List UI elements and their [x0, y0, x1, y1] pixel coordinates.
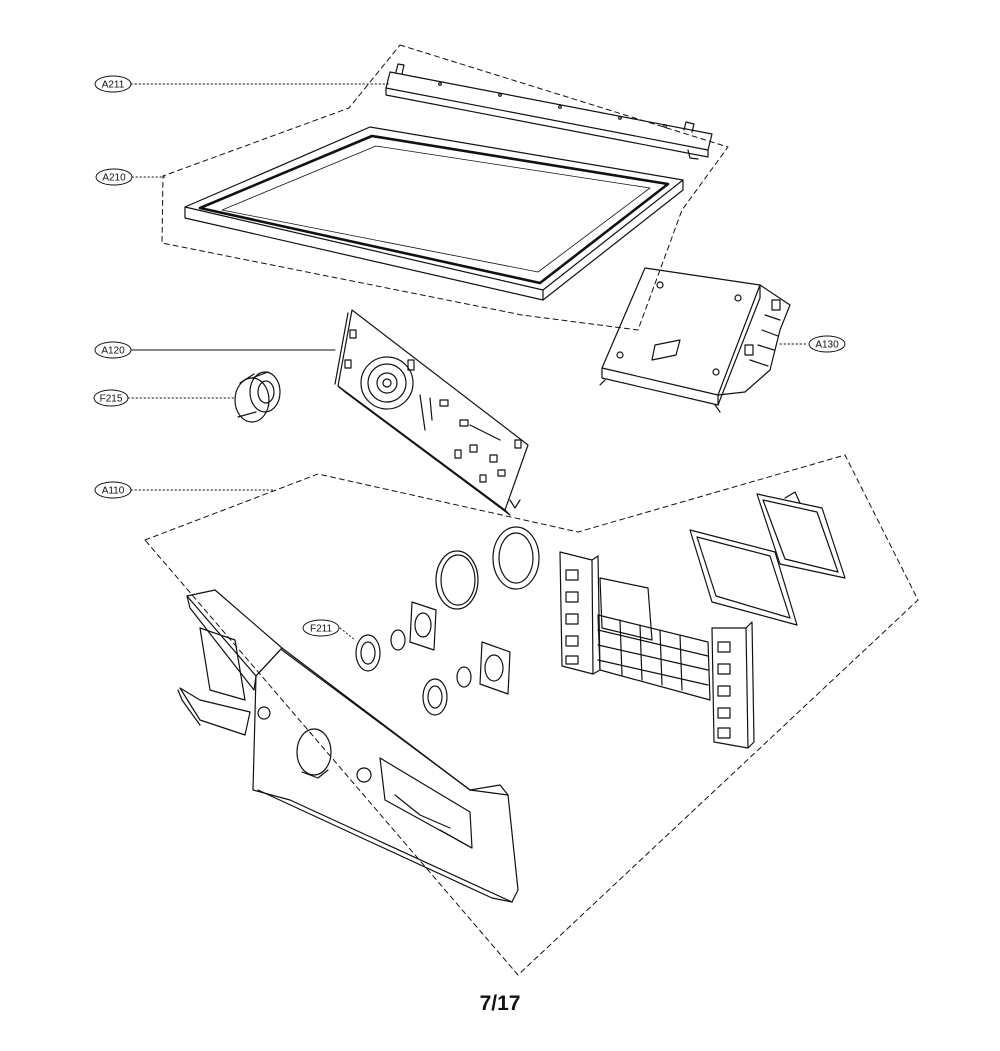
control-box-part — [599, 267, 791, 413]
leader-lines — [127, 83, 809, 641]
frame-bracket-parts — [559, 551, 755, 749]
label-A120-text: A120 — [101, 346, 125, 357]
label-A211-text: A211 — [102, 80, 125, 91]
label-A130-text: A130 — [815, 340, 839, 351]
top-group-boundary — [161, 44, 729, 331]
label-F215-text: F215 — [100, 394, 123, 405]
label-A110-text: A110 — [102, 486, 125, 497]
label-A110: A110 — [94, 481, 132, 499]
control-panel-part — [177, 589, 519, 903]
window-frame-parts — [689, 491, 846, 626]
button-assembly-parts — [355, 526, 540, 716]
label-A210-text: A210 — [102, 173, 126, 184]
bottom-group-boundary — [144, 454, 919, 976]
label-A210: A210 — [95, 168, 133, 186]
callout-labels: A211 A210 A120 F215 A110 A130 F211 — [93, 75, 846, 637]
top-cover-part — [184, 126, 684, 301]
control-board-part — [334, 309, 529, 516]
label-A130: A130 — [808, 335, 846, 353]
page-number: 7/17 — [479, 992, 521, 1015]
label-F211-text: F211 — [310, 624, 332, 635]
label-F211: F211 — [302, 619, 340, 637]
knob-part — [234, 371, 281, 423]
label-A211: A211 — [94, 75, 132, 93]
label-F215: F215 — [93, 389, 129, 407]
label-A120: A120 — [94, 341, 132, 359]
top-rail-part — [385, 63, 713, 160]
